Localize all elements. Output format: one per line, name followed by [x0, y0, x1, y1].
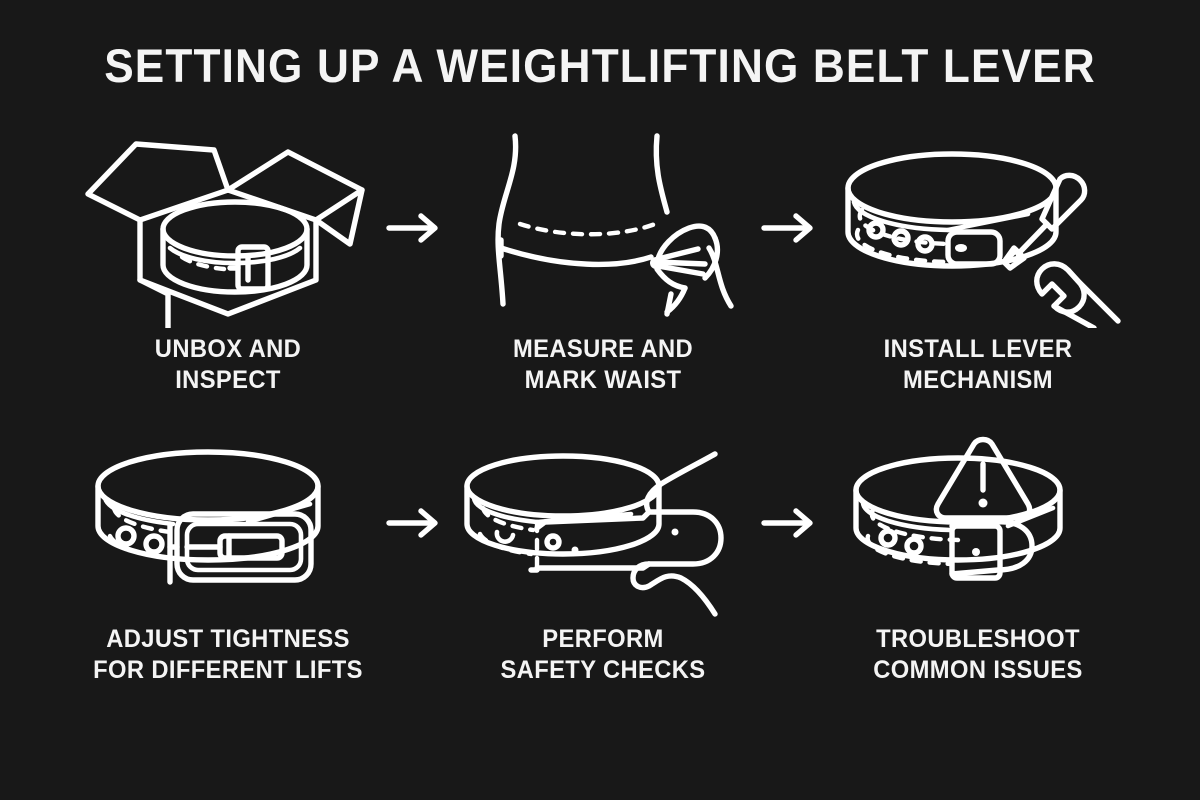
caption-line-2: COMMON ISSUES — [873, 655, 1083, 684]
belt-buckle-adjust-icon — [95, 449, 321, 585]
step-caption: TROUBLESHOOT COMMON ISSUES — [836, 624, 1121, 685]
step-unbox-and-inspect: UNBOX AND INSPECT — [78, 128, 378, 395]
torso-measuring-tape-icon — [495, 133, 734, 317]
caption-line-1: PERFORM — [542, 625, 664, 653]
step-perform-safety-checks: PERFORM SAFETY CHECKS — [453, 428, 753, 685]
caption-line-1: UNBOX AND — [154, 335, 302, 363]
step-caption: MEASURE AND MARK WAIST — [461, 334, 746, 395]
caption-line-2: SAFETY CHECKS — [500, 655, 706, 684]
steps-row-2: ADJUST TIGHTNESS FOR DIFFERENT LIFTS — [0, 428, 1200, 728]
step-caption: UNBOX AND INSPECT — [86, 334, 371, 395]
caption-line-2: MECHANISM — [903, 365, 1053, 394]
arrow-right-icon — [760, 508, 813, 538]
caption-line-1: TROUBLESHOOT — [876, 625, 1080, 653]
steps-row-1: UNBOX AND INSPECT — [0, 128, 1200, 428]
caption-line-2: FOR DIFFERENT LIFTS — [93, 655, 363, 684]
caption-line-2: INSPECT — [175, 365, 281, 394]
arrow-step1-to-step2 — [378, 128, 453, 328]
caption-line-2: MARK WAIST — [524, 365, 682, 394]
arrow-right-icon — [760, 213, 813, 243]
step-adjust-tightness: ADJUST TIGHTNESS FOR DIFFERENT LIFTS — [78, 428, 378, 685]
page-title: SETTING UP A WEIGHTLIFTING BELT LEVER — [104, 39, 1096, 92]
step-caption: ADJUST TIGHTNESS FOR DIFFERENT LIFTS — [86, 624, 371, 685]
arrow-step2-to-step3 — [753, 128, 828, 328]
arrow-step5-to-step6 — [753, 428, 828, 618]
open-box-with-belt-icon — [85, 141, 365, 328]
step-troubleshoot-common-issues: TROUBLESHOOT COMMON ISSUES — [828, 428, 1128, 685]
arrow-right-icon — [385, 508, 438, 538]
caption-line-1: MEASURE AND — [512, 335, 694, 363]
belt-lever-hand-icon — [464, 451, 724, 617]
caption-line-1: INSTALL LEVER — [883, 335, 1073, 363]
belt-warning-triangle-icon — [853, 436, 1063, 581]
arrow-step4-to-step5 — [378, 428, 453, 618]
step-caption: PERFORM SAFETY CHECKS — [461, 624, 746, 685]
arrow-right-icon — [385, 213, 438, 243]
step-measure-and-mark-waist: MEASURE AND MARK WAIST — [453, 128, 753, 395]
step-caption: INSTALL LEVER MECHANISM — [836, 334, 1121, 395]
caption-line-1: ADJUST TIGHTNESS — [106, 625, 350, 653]
step-install-lever-mechanism: INSTALL LEVER MECHANISM — [828, 128, 1128, 395]
steps-grid: UNBOX AND INSPECT — [0, 128, 1200, 728]
belt-screwdriver-wrench-icon — [845, 151, 1121, 328]
